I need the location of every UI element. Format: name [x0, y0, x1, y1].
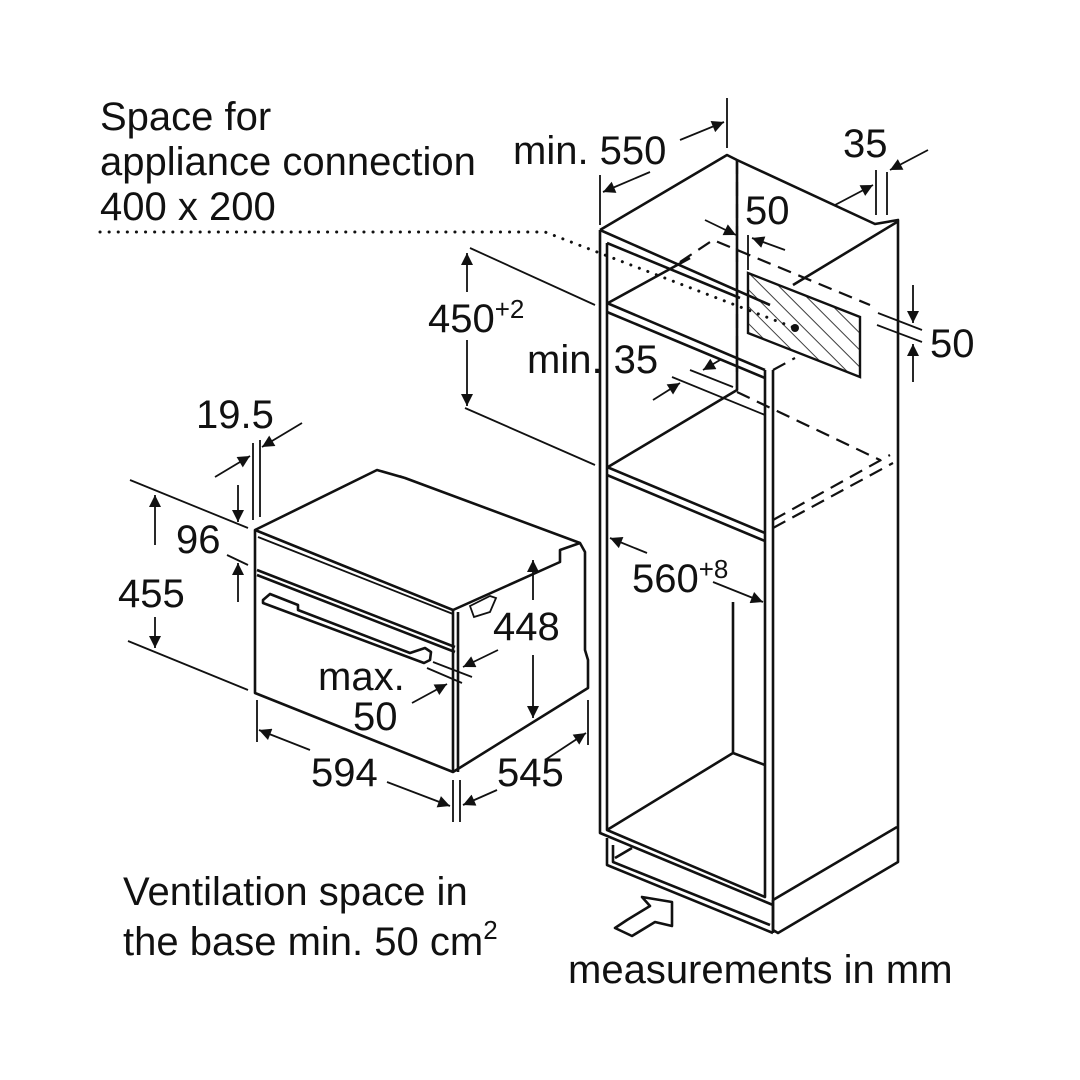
dim-niche-width: 560+8: [632, 554, 728, 601]
niche-height-value: 450: [428, 297, 495, 341]
dim-connection-height: 50: [930, 322, 975, 366]
units-note: measurements in mm: [568, 948, 953, 992]
ventilation-note-text: the base min. 50 cm: [123, 920, 483, 964]
dim-appliance-width: 594: [311, 751, 378, 795]
ventilation-note-superscript: 2: [483, 915, 497, 945]
connection-note-line1: Space for: [100, 95, 271, 139]
dim-niche-height: 450+2: [428, 294, 524, 341]
dim-cabinet-depth: min. 550: [513, 129, 666, 173]
niche-width-tolerance: +8: [699, 554, 729, 584]
connection-area: [746, 271, 862, 379]
ventilation-note-line2: the base min. 50 cm2: [123, 915, 498, 964]
dim-rear-gap: 35: [843, 122, 888, 166]
dimension-lines: [127, 98, 929, 822]
dim-max-value: 50: [353, 695, 398, 739]
dim-front-panel: 19.5: [196, 393, 274, 437]
dim-shelf-depth: min. 35: [527, 338, 658, 382]
dim-max-label: max.: [318, 655, 405, 699]
dim-body-height: 448: [493, 605, 560, 649]
dim-connection-offset: 50: [745, 189, 790, 233]
ventilation-note-line1: Ventilation space in: [123, 870, 468, 914]
connection-leader: [98, 230, 797, 330]
dim-appliance-height: 455: [118, 572, 185, 616]
niche-height-tolerance: +2: [495, 294, 525, 324]
niche-width-value: 560: [632, 557, 699, 601]
dim-control-height: 96: [176, 518, 221, 562]
tall-cabinet: [598, 153, 900, 935]
dim-appliance-depth: 545: [497, 751, 564, 795]
ventilation-arrow-icon: [613, 895, 674, 938]
connection-note-line2: appliance connection: [100, 140, 476, 184]
oven: [253, 468, 590, 774]
connection-note-line3: 400 x 200: [100, 185, 276, 229]
